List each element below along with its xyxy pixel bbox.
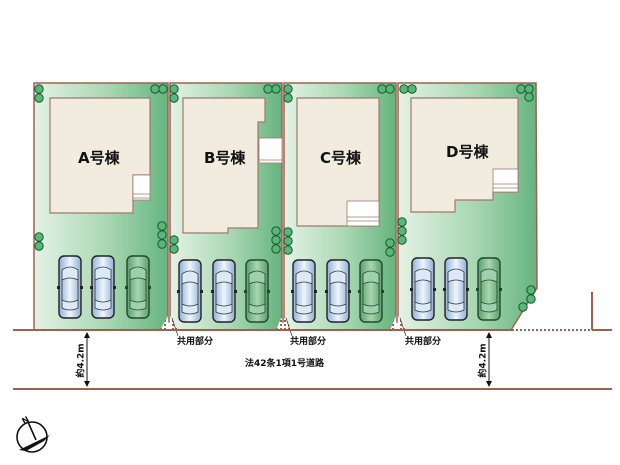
shared-area-label-3: 共用部分	[405, 337, 442, 347]
building-a-label: A号棟	[78, 149, 121, 167]
parking-lot-d	[409, 257, 503, 321]
compass-north-label: N	[20, 415, 30, 426]
shared-area-label-2: 共用部分	[290, 337, 327, 347]
building-d-label: D号棟	[446, 143, 489, 161]
road-width-left-label: 約4.2m	[76, 343, 87, 378]
road-label: 法42条1項1号道路	[245, 359, 325, 369]
shared-area-markers	[160, 316, 407, 337]
building-b-label: B号棟	[204, 149, 246, 167]
road	[13, 292, 612, 390]
shared-area-label-1: 共用部分	[177, 337, 214, 347]
building-c-label: C号棟	[320, 149, 362, 167]
parking-lot-b	[176, 259, 271, 323]
parking-lot-c	[290, 259, 385, 323]
road-width-dimension-left	[84, 332, 90, 387]
road-width-dimension-right	[486, 332, 492, 387]
north-compass-icon: N	[16, 415, 53, 453]
parking-lot-a	[56, 255, 152, 319]
road-width-right-label: 約4.2m	[478, 343, 489, 378]
